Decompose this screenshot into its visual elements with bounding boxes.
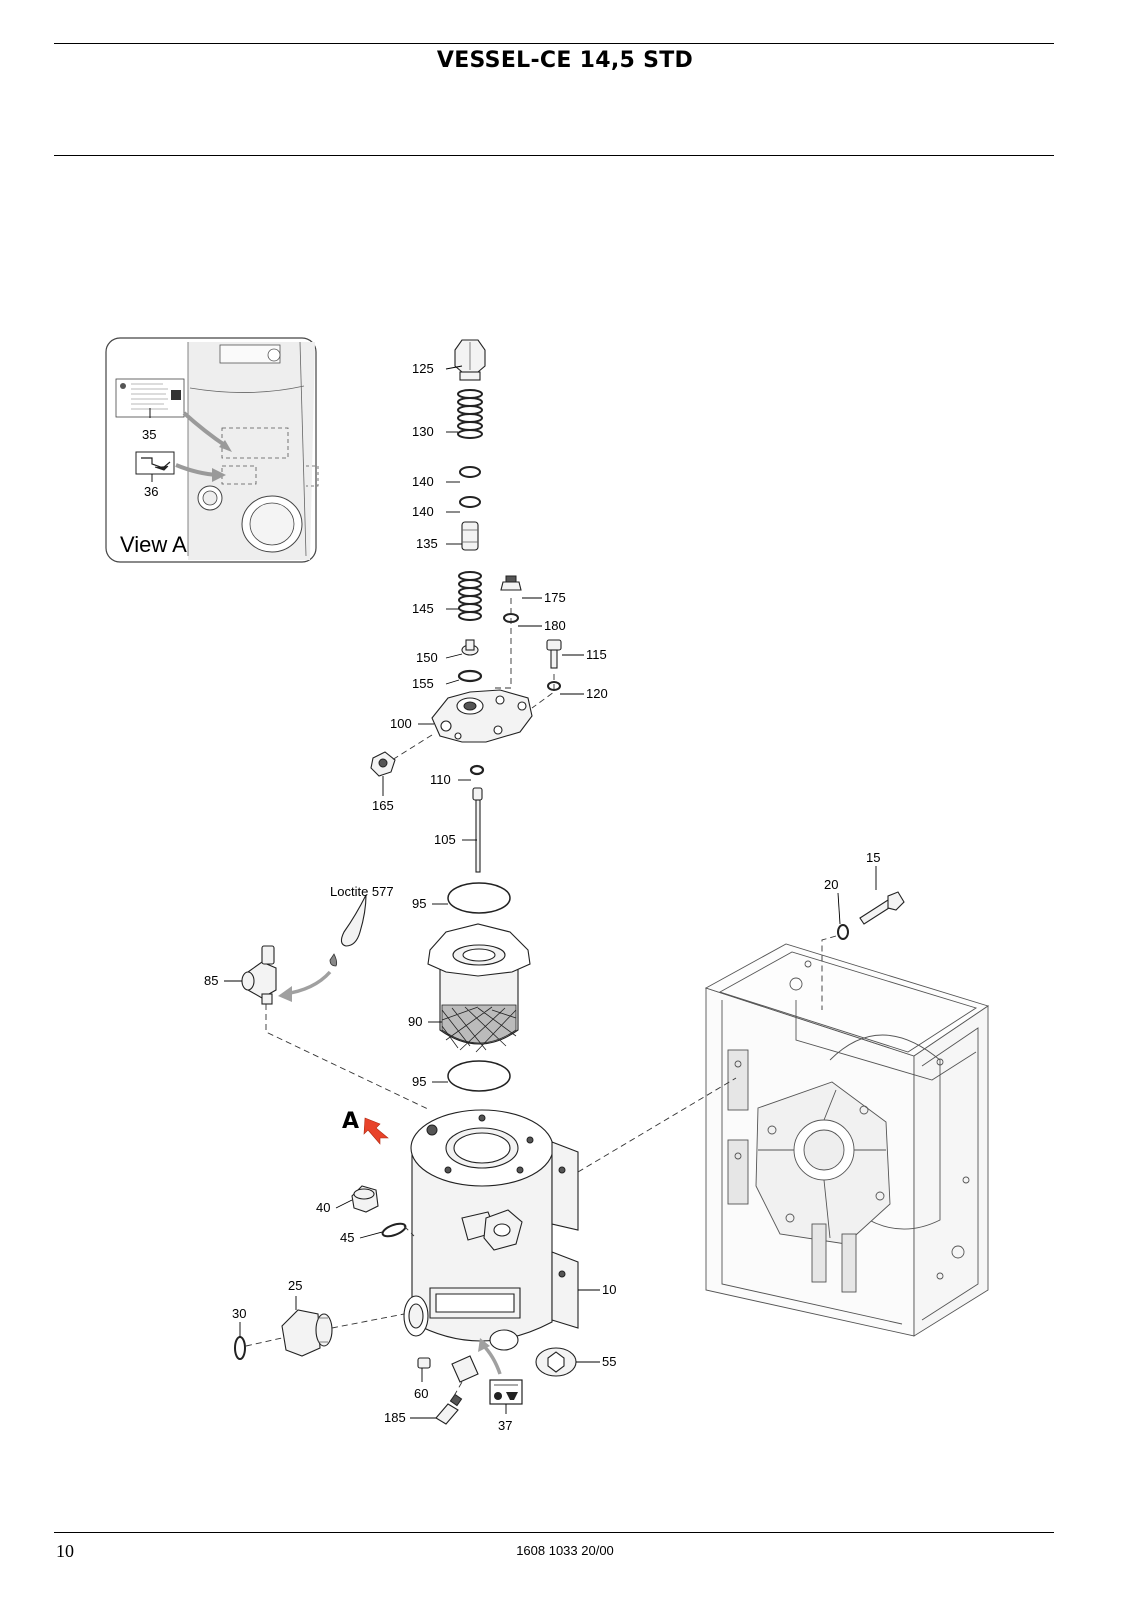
- part-95-gasket-bottom: [447, 1060, 511, 1092]
- view-a-label: View A: [120, 532, 187, 557]
- callout-30: 30: [232, 1306, 246, 1321]
- callout-60: 60: [414, 1386, 428, 1401]
- callout-150: 150: [416, 650, 438, 665]
- gearcase-housing: [704, 943, 990, 1337]
- part-85-check-valve: [241, 945, 277, 1005]
- sealant-label: Loctite 577: [330, 884, 394, 899]
- part-145-spring: [458, 571, 482, 621]
- callout-100: 100: [390, 716, 412, 731]
- part-135-piston: [461, 521, 479, 551]
- callout-10: 10: [602, 1282, 616, 1297]
- part-30-o-ring: [234, 1336, 246, 1360]
- callout-35: 35: [142, 427, 156, 442]
- part-150-valve-seat: [461, 639, 479, 656]
- view-a-direction-arrow-icon: [363, 1117, 389, 1145]
- callout-140-top: 140: [412, 474, 434, 489]
- callout-leader-lines: [149, 365, 877, 1419]
- callout-140-bottom: 140: [412, 504, 434, 519]
- part-165-fitting: [370, 751, 396, 777]
- part-60-fitting: [417, 1357, 431, 1369]
- part-130-spring: [457, 389, 483, 439]
- part-110-o-ring: [469, 764, 485, 776]
- part-90-separator-element: [427, 923, 531, 1053]
- part-45-seal: [381, 1222, 407, 1238]
- part-55-plug: [535, 1347, 577, 1377]
- header-bottom-rule: [54, 155, 1054, 156]
- part-15-bolt: [859, 891, 905, 925]
- part-95-gasket-top: [447, 882, 511, 914]
- callout-130: 130: [412, 424, 434, 439]
- callout-90: 90: [408, 1014, 422, 1029]
- view-marker-a: A: [342, 1109, 359, 1134]
- callout-36: 36: [144, 484, 158, 499]
- callout-125: 125: [412, 361, 434, 376]
- callout-55: 55: [602, 1354, 616, 1369]
- callout-165: 165: [372, 798, 394, 813]
- callout-175: 175: [544, 590, 566, 605]
- callout-20: 20: [824, 877, 838, 892]
- callout-95-bottom: 95: [412, 1074, 426, 1089]
- decal-37-icon: [489, 1379, 523, 1405]
- footer-rule: [54, 1532, 1054, 1533]
- part-25-reducer: [281, 1309, 333, 1357]
- part-100-valve-housing: [431, 689, 533, 743]
- callout-85: 85: [204, 973, 218, 988]
- view-a-inset: [105, 337, 319, 563]
- part-115-bolt: [546, 639, 562, 669]
- page-title: VESSEL-CE 14,5 STD: [436, 48, 694, 73]
- callout-185: 185: [384, 1410, 406, 1425]
- callout-115: 115: [586, 647, 607, 662]
- callout-145: 145: [412, 601, 434, 616]
- callout-110: 110: [430, 772, 451, 787]
- header-top-rule: [54, 43, 1054, 44]
- callout-120: 120: [586, 686, 608, 701]
- part-125-cap: [454, 339, 486, 381]
- part-10-vessel: [403, 1109, 579, 1383]
- callout-155: 155: [412, 676, 434, 691]
- part-140-o-ring-top: [459, 466, 481, 478]
- part-105-dipstick: [472, 787, 483, 873]
- part-185-nipple: [435, 1393, 463, 1425]
- callout-135: 135: [416, 536, 438, 551]
- part-40-plug: [351, 1185, 379, 1213]
- part-140-o-ring-bottom: [459, 496, 481, 508]
- part-155-o-ring: [457, 669, 483, 683]
- page-number: 10: [56, 1541, 74, 1561]
- callout-95-top: 95: [412, 896, 426, 911]
- part-20-washer: [837, 924, 849, 940]
- callout-37: 37: [498, 1418, 512, 1433]
- callout-25: 25: [288, 1278, 302, 1293]
- document-number: 1608 1033 20/00: [516, 1543, 614, 1558]
- callout-15: 15: [866, 850, 880, 865]
- callout-105: 105: [434, 832, 456, 847]
- loctite-bottle-icon: [278, 894, 367, 1002]
- callout-45: 45: [340, 1230, 354, 1245]
- callout-40: 40: [316, 1200, 330, 1215]
- callout-180: 180: [544, 618, 566, 633]
- part-175-plug: [500, 575, 522, 591]
